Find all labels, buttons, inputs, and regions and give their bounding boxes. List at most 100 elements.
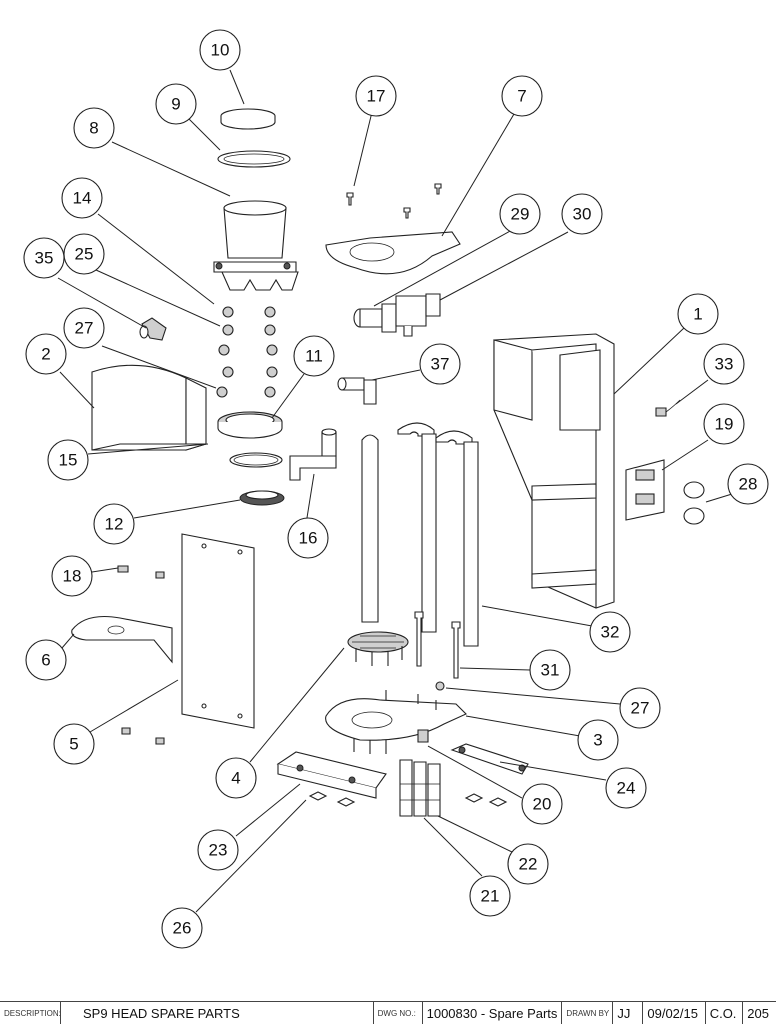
svg-text:27: 27 <box>631 699 650 718</box>
svg-text:8: 8 <box>89 119 98 138</box>
callout-27-top: 27 <box>63 307 105 349</box>
svg-text:25: 25 <box>75 245 94 264</box>
part-10-cap <box>220 108 276 130</box>
callout-31: 31 <box>529 649 571 691</box>
drawn-by-label: DRAWN BY <box>562 1002 614 1024</box>
parts-illustration <box>71 108 705 817</box>
svg-text:27: 27 <box>75 319 94 338</box>
callout-4: 4 <box>215 757 257 799</box>
callout-37: 37 <box>419 343 461 385</box>
callout-12: 12 <box>93 503 135 545</box>
callout-27-bottom: 27 <box>619 687 661 729</box>
callout-18: 18 <box>51 555 93 597</box>
svg-text:22: 22 <box>519 855 538 874</box>
svg-text:3: 3 <box>593 731 602 750</box>
callout-9: 9 <box>155 83 197 125</box>
date-value: 09/02/15 <box>643 1002 706 1024</box>
callout-5: 5 <box>53 723 95 765</box>
svg-text:17: 17 <box>367 87 386 106</box>
svg-text:37: 37 <box>431 355 450 374</box>
drawn-by-value: JJ <box>613 1002 644 1024</box>
callout-26: 26 <box>161 907 203 949</box>
part-28-caps <box>683 481 705 525</box>
leader-lines <box>57 69 733 913</box>
part-29-30-valve <box>353 293 441 337</box>
co-number: 205 <box>747 1005 769 1021</box>
callout-10: 10 <box>199 29 241 71</box>
svg-text:10: 10 <box>211 41 230 60</box>
callout-1: 1 <box>677 293 719 335</box>
part-16-spout <box>289 428 337 481</box>
callout-24: 24 <box>605 767 647 809</box>
svg-text:1: 1 <box>693 305 702 324</box>
part-12-filter <box>239 490 285 506</box>
svg-text:30: 30 <box>573 205 592 224</box>
svg-text:28: 28 <box>739 475 758 494</box>
part-4-grate <box>347 631 409 666</box>
part-15-seal <box>229 452 283 468</box>
part-24-handle <box>450 743 529 775</box>
svg-text:19: 19 <box>715 415 734 434</box>
part-8-bowl <box>213 200 299 291</box>
part-35-elbow <box>139 317 167 341</box>
part-23-bar <box>276 751 387 799</box>
callout-29: 29 <box>499 193 541 235</box>
svg-text:11: 11 <box>305 347 323 366</box>
svg-text:18: 18 <box>63 567 82 586</box>
part-3-base-plate <box>325 690 467 754</box>
svg-text:2: 2 <box>41 345 50 364</box>
callout-19: 19 <box>703 403 745 445</box>
callout-21: 21 <box>469 875 511 917</box>
callout-30: 30 <box>561 193 603 235</box>
svg-text:7: 7 <box>517 87 526 106</box>
callout-35: 35 <box>23 237 65 279</box>
callout-20: 20 <box>521 783 563 825</box>
callout-8: 8 <box>73 107 115 149</box>
part-19-bracket <box>625 459 665 521</box>
dwg-no-label: DWG NO.: <box>374 1002 423 1024</box>
svg-text:14: 14 <box>73 189 92 208</box>
title-block: DESCRIPTION: SP9 HEAD SPARE PARTS DWG NO… <box>0 1001 776 1024</box>
callout-3: 3 <box>577 719 619 761</box>
parts-21-22-valves <box>399 759 441 817</box>
part-31-rods <box>414 611 461 679</box>
svg-text:23: 23 <box>209 841 228 860</box>
callout-14: 14 <box>61 177 103 219</box>
callout-7: 7 <box>501 75 543 117</box>
part-17-screws <box>346 183 442 219</box>
callout-28: 28 <box>727 463 769 505</box>
svg-text:26: 26 <box>173 919 192 938</box>
description-label: DESCRIPTION: <box>0 1002 61 1024</box>
callout-17: 17 <box>355 75 397 117</box>
part-37-elbow <box>337 377 377 405</box>
svg-text:35: 35 <box>35 249 54 268</box>
svg-text:15: 15 <box>59 451 78 470</box>
nuts-14-25-27 <box>216 306 278 398</box>
part-18-screws <box>117 565 165 745</box>
svg-text:4: 4 <box>231 769 240 788</box>
svg-text:21: 21 <box>481 887 500 906</box>
part-9-ring <box>217 150 291 168</box>
part-33-switch <box>655 399 681 417</box>
part-7-top-plate <box>325 231 461 275</box>
description-value: SP9 HEAD SPARE PARTS <box>61 1002 374 1024</box>
svg-text:32: 32 <box>601 623 620 642</box>
part-27-nut-base <box>435 681 445 691</box>
callout-32: 32 <box>589 611 631 653</box>
svg-text:31: 31 <box>541 661 560 680</box>
svg-text:24: 24 <box>617 779 636 798</box>
svg-text:12: 12 <box>105 515 124 534</box>
svg-text:6: 6 <box>41 651 50 670</box>
callout-33: 33 <box>703 343 745 385</box>
svg-text:9: 9 <box>171 95 180 114</box>
part-11-collar <box>217 411 283 439</box>
exploded-parts-drawing: 10 9 8 17 7 14 25 35 29 30 27 11 2 37 1 … <box>23 29 769 949</box>
callout-11: 11 <box>293 335 335 377</box>
callout-bubbles: 10 9 8 17 7 14 25 35 29 30 27 11 2 37 1 … <box>23 29 769 949</box>
svg-text:16: 16 <box>299 529 318 548</box>
part-20-fitting <box>417 729 429 743</box>
svg-text:20: 20 <box>533 795 552 814</box>
part-32-tubes <box>361 422 479 647</box>
svg-text:29: 29 <box>511 205 530 224</box>
callout-23: 23 <box>197 829 239 871</box>
